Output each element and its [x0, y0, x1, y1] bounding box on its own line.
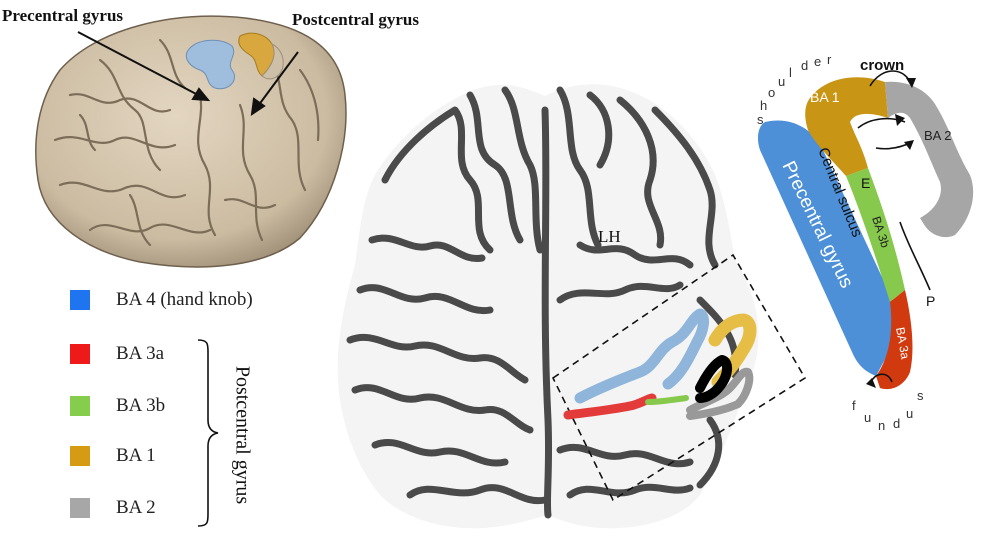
- central-sulcus-schematic: BA 1 BA 2 crown E P BA 3b BA 3a Precentr…: [757, 52, 974, 433]
- schematic-p-label: P: [926, 293, 935, 309]
- schematic-ba1-shape: [805, 77, 888, 176]
- brain-section-scan: LH: [337, 84, 807, 529]
- legend: BA 4 (hand knob) BA 3a BA 3b BA 1 BA 2: [70, 288, 370, 528]
- legend-label: BA 4 (hand knob): [116, 289, 253, 310]
- legend-item-ba4: BA 4 (hand knob): [70, 288, 253, 312]
- fundus-letter: f: [852, 398, 856, 413]
- legend-swatch: [70, 446, 90, 466]
- legend-swatch: [70, 498, 90, 518]
- trace-fundus-black: [695, 355, 732, 403]
- schematic-shoulder-letters: s h o u l d e r: [757, 52, 832, 127]
- brain-callout-arrows: [77, 31, 299, 117]
- brain-ba2-region: [261, 42, 284, 80]
- schematic-ba3a-shape: [876, 290, 913, 390]
- schematic-crown-label: crown: [860, 57, 904, 74]
- schematic-ba3a-label: BA 3a: [893, 326, 912, 360]
- brain-ba4-region: [185, 39, 236, 90]
- legend-bracket: [197, 339, 219, 527]
- legend-label: BA 1: [116, 445, 156, 466]
- section-colored-traces: [563, 308, 757, 420]
- legend-swatch: [70, 344, 90, 364]
- legend-label: BA 3b: [116, 395, 166, 416]
- postcentral-gyrus-callout: Postcentral gyrus: [292, 10, 420, 29]
- shoulder-letter: d: [801, 58, 808, 73]
- fundus-letter: n: [878, 418, 885, 433]
- shoulder-letter: e: [814, 54, 821, 69]
- fundus-letter: u: [864, 410, 871, 425]
- schematic-arrowheads: [866, 78, 916, 388]
- legend-item-ba3b: BA 3b: [70, 394, 165, 418]
- legend-swatch: [70, 290, 90, 310]
- legend-item-ba1: BA 1: [70, 444, 156, 468]
- schematic-ba1-label: BA 1: [810, 89, 840, 105]
- trace-ba3b: [645, 395, 689, 405]
- schematic-ba3b-shape: [846, 168, 905, 302]
- trace-ba2: [686, 367, 754, 420]
- shoulder-letter: o: [768, 85, 775, 100]
- shoulder-letter: r: [827, 52, 832, 67]
- fundus-letter: d: [893, 416, 900, 431]
- schematic-e-label: E: [861, 175, 870, 191]
- schematic-ba4-band: [757, 120, 898, 376]
- postcentral-group-text: Postcentral gyrus: [231, 365, 254, 505]
- postcentral-group-label: Postcentral gyrus: [222, 350, 262, 520]
- legend-label: BA 3a: [116, 343, 165, 364]
- trace-ba4: [574, 308, 710, 404]
- legend-swatch: [70, 396, 90, 416]
- inset-dashed-box: [551, 253, 807, 502]
- brain-3d-render: [35, 15, 347, 268]
- section-hemisphere-label: LH: [598, 227, 621, 246]
- shoulder-letter: h: [760, 98, 767, 113]
- legend-item-ba3a: BA 3a: [70, 342, 164, 366]
- fundus-letter: s: [917, 388, 924, 403]
- precentral-gyrus-callout: Precentral gyrus: [2, 6, 124, 25]
- shoulder-letter: l: [789, 65, 792, 80]
- shoulder-letter: u: [778, 74, 785, 89]
- legend-item-ba2: BA 2: [70, 496, 156, 520]
- fundus-letter: u: [906, 406, 913, 421]
- schematic-fundus-letters: f u n d u s: [852, 388, 924, 433]
- shoulder-letter: s: [757, 112, 764, 127]
- schematic-ba2-label: BA 2: [924, 128, 951, 143]
- schematic-ba2-shape: [885, 81, 974, 238]
- section-cortex-ribbons: [346, 86, 740, 519]
- legend-label: BA 2: [116, 497, 156, 518]
